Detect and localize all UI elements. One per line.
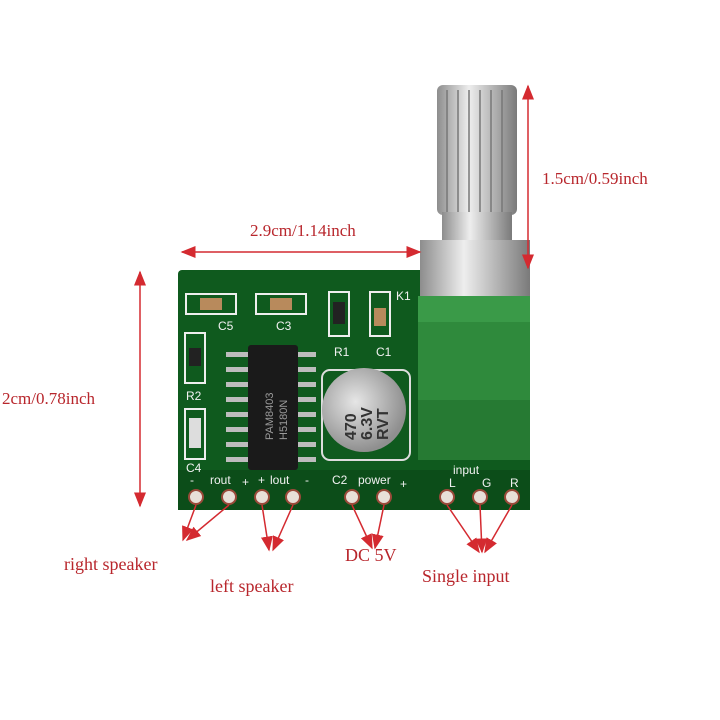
chip-marking-2: H5180N xyxy=(278,400,290,440)
label-c5: C5 xyxy=(218,319,234,333)
label-c4: C4 xyxy=(186,461,202,475)
label-rout: rout xyxy=(210,473,231,487)
label-r2: R2 xyxy=(186,389,202,403)
label-lout: lout xyxy=(270,473,290,487)
label-c3: C3 xyxy=(276,319,292,333)
label-k1: K1 xyxy=(396,289,411,303)
label-l: L xyxy=(449,476,456,490)
amplifier-chip: PAM8403 H5180N xyxy=(226,345,316,470)
callout-arrows xyxy=(182,504,513,554)
label-plus-r: + xyxy=(242,475,249,489)
label-r1: R1 xyxy=(334,345,350,359)
left-speaker-label: left speaker xyxy=(210,576,293,596)
dimension-lines xyxy=(134,84,534,508)
shaft-dimension: 1.5cm/0.59inch xyxy=(542,169,648,188)
label-minus-l: - xyxy=(305,473,309,487)
right-speaker-label: right speaker xyxy=(64,554,157,574)
label-c2: C2 xyxy=(332,473,348,487)
label-input: input xyxy=(453,463,480,477)
single-input-label: Single input xyxy=(422,566,510,586)
label-plus-l: + xyxy=(258,473,265,487)
potentiometer xyxy=(418,85,530,460)
capacitor-value: 470 xyxy=(343,413,360,440)
dc-power-label: DC 5V xyxy=(345,545,397,565)
solder-pads xyxy=(188,489,520,505)
label-r: R xyxy=(510,476,519,490)
height-dimension: 2cm/0.78inch xyxy=(2,389,96,408)
label-c1: C1 xyxy=(376,345,392,359)
label-power: power xyxy=(358,473,391,487)
label-plus-power: + xyxy=(400,477,407,491)
smd-components xyxy=(184,291,391,460)
width-dimension: 2.9cm/1.14inch xyxy=(250,221,356,240)
electrolytic-capacitor: 470 6.3V RVT xyxy=(321,368,411,461)
capacitor-brand: RVT xyxy=(375,408,392,440)
silkscreen-labels: C5 C3 R1 C1 K1 R2 C4 - rout + + lout - C… xyxy=(186,289,519,491)
capacitor-voltage: 6.3V xyxy=(359,407,376,440)
label-minus-r: - xyxy=(190,473,194,487)
chip-marking-1: PAM8403 xyxy=(264,393,276,441)
label-g: G xyxy=(482,476,491,490)
